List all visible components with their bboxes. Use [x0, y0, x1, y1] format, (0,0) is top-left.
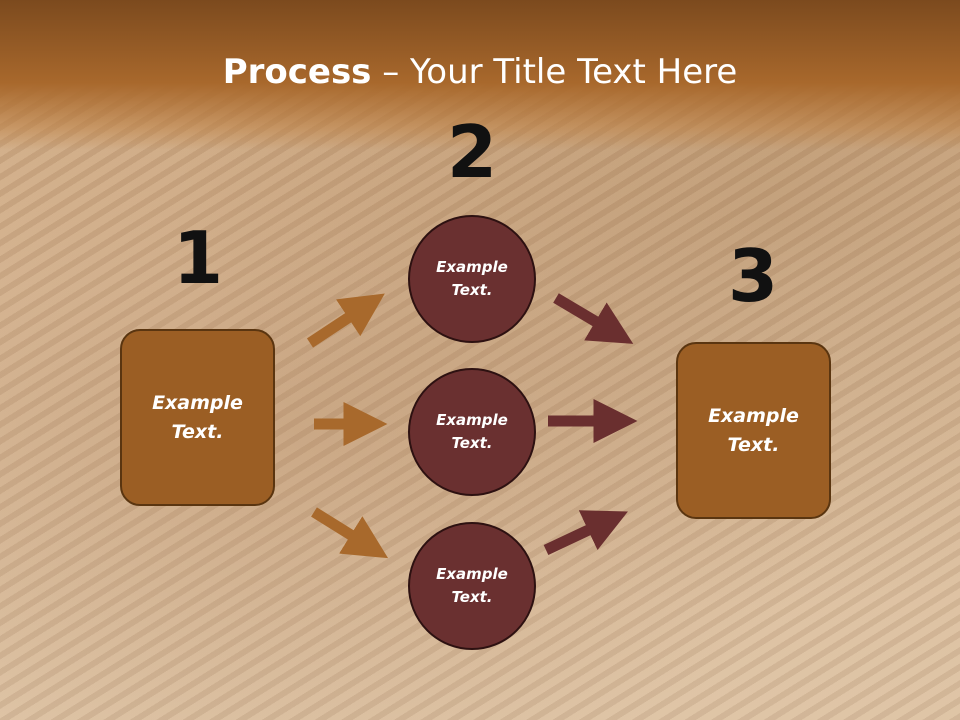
circle-top-text: Example Text. [436, 258, 508, 299]
circle-middle-text: Example Text. [436, 411, 508, 452]
step-number-2: 2 [446, 110, 498, 194]
left-box-text: Example Text. [152, 391, 243, 443]
arrow-bottom-to-right [543, 510, 628, 555]
arrow-left-to-bottom [311, 507, 389, 559]
step-number-1: 1 [172, 216, 224, 300]
title-band [0, 0, 960, 150]
title-rest: – Your Title Text Here [371, 52, 738, 92]
right-box-text: Example Text. [708, 404, 799, 456]
step-number-3: 3 [727, 234, 779, 318]
circle-middle[interactable]: Example Text. [408, 368, 536, 496]
circle-bottom[interactable]: Example Text. [408, 522, 536, 650]
right-process-box[interactable]: Example Text. [676, 342, 831, 519]
left-process-box[interactable]: Example Text. [120, 329, 275, 506]
circle-top[interactable]: Example Text. [408, 215, 536, 343]
arrow-left-to-top [306, 293, 385, 348]
title-bold: Process [222, 52, 372, 92]
circle-bottom-text: Example Text. [436, 565, 508, 606]
arrow-top-to-right [553, 293, 634, 344]
slide-title: Process – Your Title Text Here [0, 52, 960, 92]
